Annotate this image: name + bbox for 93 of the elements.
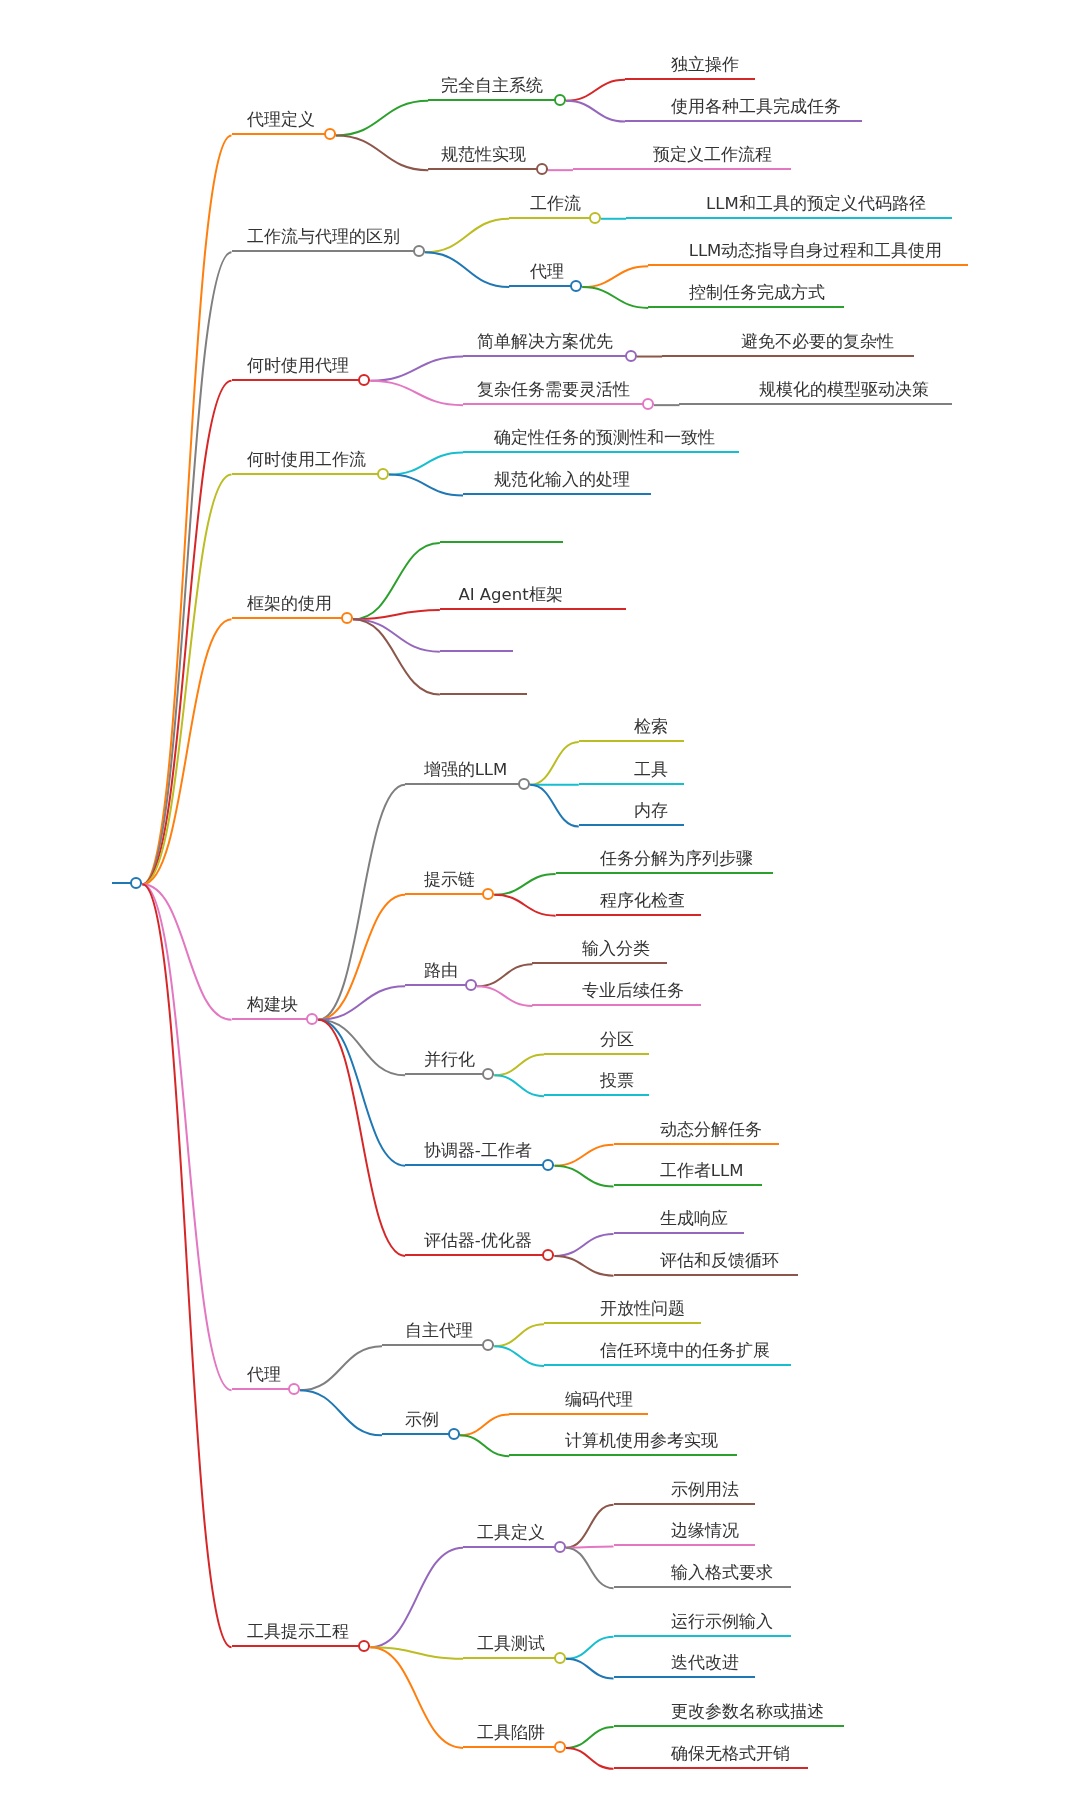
topic-label: 工作流 xyxy=(530,193,582,215)
branch-connector xyxy=(298,1389,383,1437)
topic-label: 输入分类 xyxy=(582,939,651,961)
branch-connector xyxy=(553,1164,615,1188)
topic-label: 内存 xyxy=(634,801,669,823)
topic-label: 工具测试 xyxy=(476,1633,545,1655)
topic-label: 示例 xyxy=(405,1410,440,1432)
topic-label: 复杂任务需要灵活性 xyxy=(476,380,630,402)
topic-label: 完全自主系统 xyxy=(441,75,543,97)
topic-label: 提示链 xyxy=(423,869,475,891)
topic-label: 规模化的模型驱动决策 xyxy=(759,380,930,402)
topic-label: 生成响应 xyxy=(659,1208,728,1230)
branch-connector xyxy=(369,1646,464,1749)
topic-label: 边缘情况 xyxy=(671,1521,740,1543)
topic-label: 代理 xyxy=(530,262,565,284)
topic-label: 增强的LLM xyxy=(423,759,508,781)
branch-connector xyxy=(334,134,430,172)
topic-label: 工具定义 xyxy=(476,1522,545,1544)
branch-connector xyxy=(635,355,664,358)
topic-label: 任务分解为序列步骤 xyxy=(599,848,753,870)
topic-label: 避免不必要的复杂性 xyxy=(740,331,894,353)
topic-label: 专业后续任务 xyxy=(582,980,685,1002)
topic-label: 确定性任务的预测性和一致性 xyxy=(494,427,716,449)
topic-label: 规范化输入的处理 xyxy=(494,470,631,492)
topic-label: LLM动态指导自身过程和工具使用 xyxy=(688,241,943,263)
branch-connector xyxy=(565,1657,615,1680)
branch-connector xyxy=(423,251,511,289)
branch-connector xyxy=(334,99,430,137)
topic-label: 自主代理 xyxy=(405,1321,474,1343)
topic-label: 独立操作 xyxy=(671,54,740,76)
topic-label: 工具 xyxy=(634,759,669,781)
branch-connector xyxy=(493,1345,546,1367)
topic-label: 更改参数名称或描述 xyxy=(671,1702,825,1724)
branch-connector xyxy=(599,217,628,220)
branch-connector xyxy=(387,473,464,497)
topic-label: 评估和反馈循环 xyxy=(659,1250,779,1272)
topic-label: 确保无格式开销 xyxy=(671,1743,791,1765)
topic-label: AI Agent框架 xyxy=(458,585,563,607)
branch-connector xyxy=(458,1434,511,1458)
topic-label: 协调器-工作者 xyxy=(423,1140,532,1162)
topic-label: 开放性问题 xyxy=(599,1299,685,1321)
branch-connector xyxy=(581,286,650,309)
branch-connector xyxy=(546,169,574,172)
topic-label: 简单解决方案优先 xyxy=(476,331,613,353)
topic-label: 分区 xyxy=(599,1029,634,1051)
topic-label: 计算机使用参考实现 xyxy=(564,1431,718,1453)
topic-label: 代理定义 xyxy=(246,110,315,132)
branch-connector xyxy=(317,783,407,1021)
branch-connector xyxy=(141,618,233,886)
topic-label: 输入格式要求 xyxy=(671,1563,774,1585)
branch-connector xyxy=(141,883,233,1649)
topic-label: 控制任务完成方式 xyxy=(688,282,825,304)
topic-label: 路由 xyxy=(423,961,458,983)
topic-label: 工具提示工程 xyxy=(246,1622,349,1644)
branch-connector xyxy=(565,1546,615,1590)
branch-connector xyxy=(369,379,464,407)
topic-label: 示例用法 xyxy=(671,1479,740,1501)
topic-label: 何时使用代理 xyxy=(246,355,349,377)
topic-label: 投票 xyxy=(599,1071,634,1093)
topic-label: 工具陷阱 xyxy=(476,1722,545,1744)
topic-label: 预定义工作流程 xyxy=(652,145,772,167)
branch-connector xyxy=(493,1074,546,1098)
branch-connector xyxy=(565,1746,615,1770)
branch-connector xyxy=(553,1254,615,1277)
topic-label: 编码代理 xyxy=(564,1389,633,1411)
topic-label: 框架的使用 xyxy=(246,594,332,616)
topic-label: 动态分解任务 xyxy=(659,1119,762,1141)
branch-connector xyxy=(317,1018,407,1257)
topic-label: 并行化 xyxy=(423,1050,475,1072)
topic-label: 信任环境中的任务扩展 xyxy=(599,1340,770,1362)
topic-label: 使用各种工具完成任务 xyxy=(671,96,842,118)
topic-label: LLM和工具的预定义代码路径 xyxy=(706,193,926,215)
topic-label: 运行示例输入 xyxy=(671,1611,774,1633)
branch-connector xyxy=(141,883,233,1021)
topic-node xyxy=(573,142,791,171)
branch-connector xyxy=(565,1503,615,1549)
branch-connector xyxy=(565,99,627,123)
branch-connector xyxy=(352,618,441,696)
topic-label: 检索 xyxy=(634,717,669,738)
topic-label: 规范性实现 xyxy=(441,145,526,167)
branch-connector xyxy=(352,618,441,653)
topic-label: 工作者LLM xyxy=(659,1161,744,1183)
topic-label: 代理 xyxy=(246,1365,281,1387)
topic-label: 评估器-优化器 xyxy=(423,1230,532,1252)
topic-label: 何时使用工作流 xyxy=(246,449,366,471)
topic-label: 构建块 xyxy=(246,994,298,1016)
branch-connector xyxy=(475,985,534,1007)
topic-label: 工作流与代理的区别 xyxy=(246,227,400,249)
branch-connector xyxy=(493,893,557,917)
branch-connector xyxy=(653,404,681,407)
topic-label: 程序化检查 xyxy=(599,890,685,912)
topic-label: 迭代改进 xyxy=(671,1653,740,1675)
branch-connector xyxy=(529,783,580,828)
